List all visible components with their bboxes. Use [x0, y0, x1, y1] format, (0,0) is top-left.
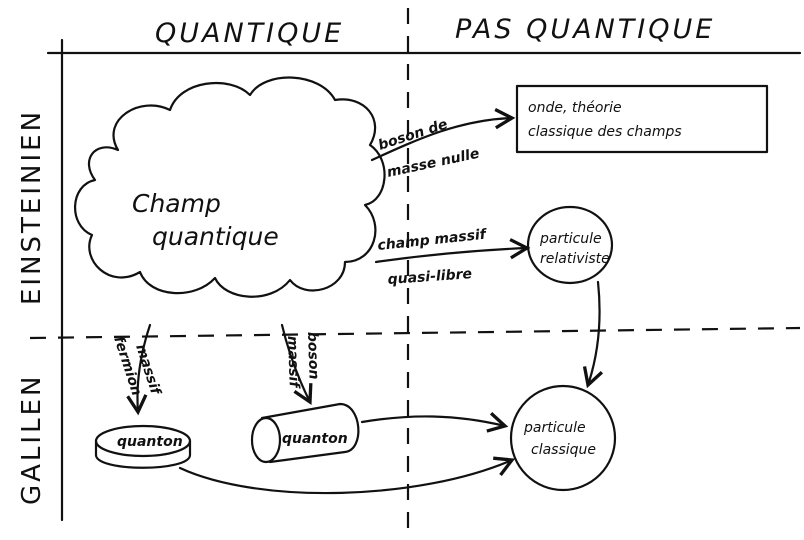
arrow-fermion-massif — [126, 323, 152, 416]
edge-label-boson-de: boson de — [376, 116, 449, 153]
particule-classique-line2: classique — [531, 442, 596, 458]
particule-classique-line1: particule — [523, 420, 586, 436]
particule-classique-circle — [509, 384, 617, 492]
arrow-boson-quanton-to-classique — [360, 412, 509, 433]
champ-quantique-line2: quantique — [152, 222, 279, 251]
edge-label-massif-boson: massif — [284, 336, 302, 390]
arrow-relativiste-to-classique — [582, 280, 604, 389]
column-header-quantique: QUANTIQUE — [155, 18, 344, 49]
champ-quantique-line1: Champ — [132, 189, 221, 218]
quanton-fermion-disk-side — [94, 439, 192, 469]
edge-label-masse-nulle: masse nulle — [386, 146, 481, 181]
onde-line1: onde, théorie — [528, 100, 622, 116]
onde-box — [515, 84, 769, 154]
arrow-fermion-quanton-to-classique — [178, 456, 516, 495]
quanton-fermion-label: quanton — [117, 434, 183, 450]
particule-relativiste-line2: relativiste — [540, 251, 610, 267]
arrow-to-onde — [370, 108, 516, 162]
particule-relativiste-line1: particule — [539, 231, 602, 247]
quanton-boson-cylinder-body — [260, 402, 360, 464]
onde-line2: classique des champs — [528, 124, 682, 140]
quanton-boson-label: quanton — [282, 431, 348, 447]
quanton-boson-cylinder-end — [250, 416, 282, 464]
row-header-einsteinien: EINSTEINIEN — [17, 109, 47, 305]
row-header-galilen: GALILEN — [17, 374, 47, 505]
edge-label-quasi-libre: quasi-libre — [387, 266, 472, 288]
arrow-to-particule-relativiste — [374, 238, 531, 264]
arrow-boson-massif — [280, 323, 313, 406]
edge-label-boson: boson — [304, 332, 322, 380]
champ-quantique-cloud — [74, 76, 386, 298]
column-header-pas-quantique: PAS QUANTIQUE — [455, 14, 715, 45]
edge-label-champ-massif: champ massif — [377, 226, 489, 253]
